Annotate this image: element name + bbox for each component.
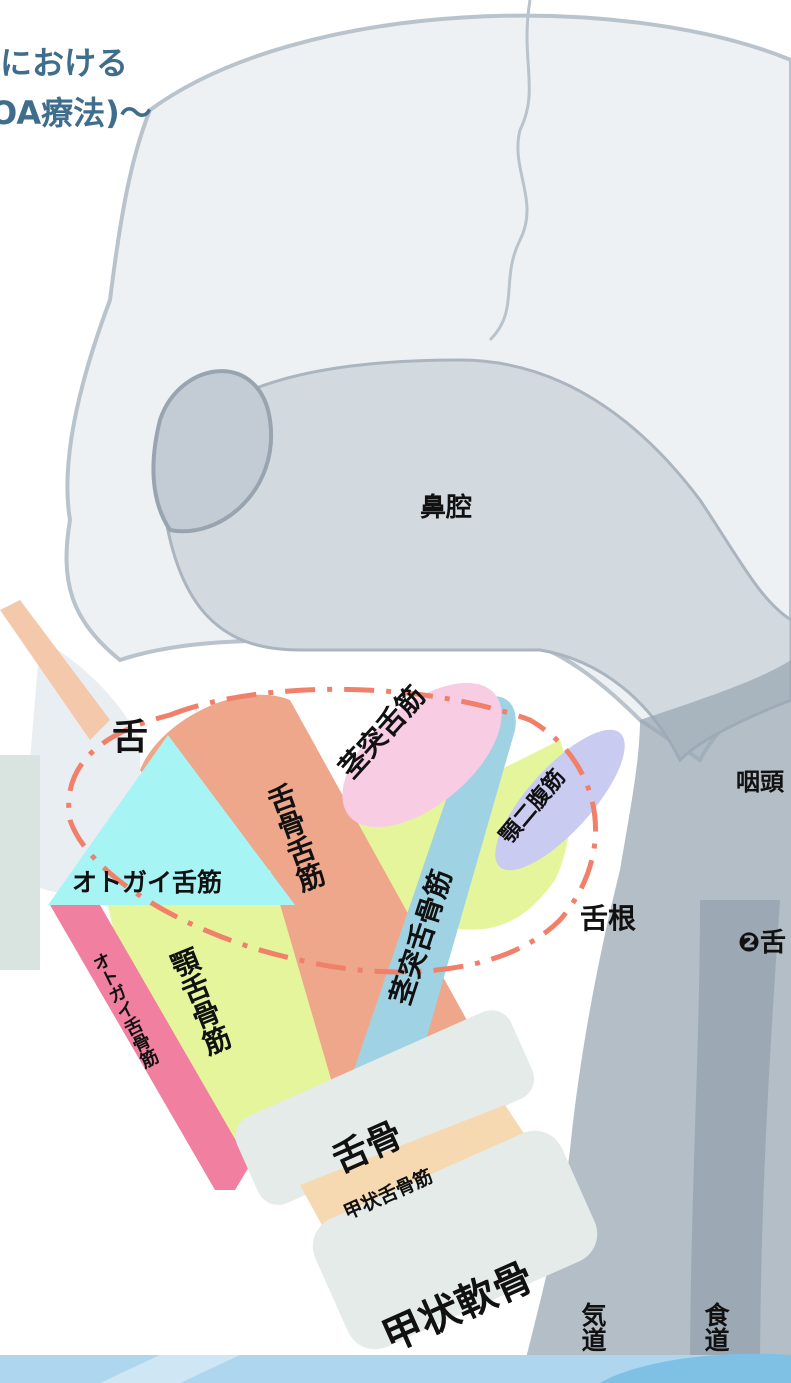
skull-base (158, 358, 791, 763)
label-tongue-root: 舌根 (580, 902, 637, 935)
label-esophagus: 食道 (701, 1302, 730, 1352)
label-trachea: 気道 (578, 1302, 607, 1352)
bottom-strip-wave (600, 1353, 791, 1383)
genioglossus-shape (48, 735, 295, 905)
tongue-outline (66, 686, 599, 975)
title-line2: OA療法)〜 (0, 94, 152, 132)
geniohyoid-shape (50, 905, 250, 1190)
hyoid-shape (235, 1010, 535, 1205)
label-nasal-cavity: 鼻腔 (420, 493, 473, 523)
digastric-shape (495, 729, 625, 871)
mylohyoid-left (100, 870, 340, 1160)
pointer-stick (0, 600, 110, 740)
eye-socket (151, 369, 274, 534)
label-genioglossus: オトガイ舌筋 (72, 868, 223, 897)
thyroid-cartilage-shape (312, 1130, 598, 1350)
label-marker2: ❷舌 (738, 928, 787, 958)
styloglossus-shape (342, 682, 502, 828)
bottom-strip-accent (100, 1355, 240, 1383)
label-tongue: 舌 (112, 717, 149, 758)
side-panel (0, 755, 40, 970)
esophagus-tract (690, 900, 780, 1383)
stylohyoid-shape (330, 696, 516, 1140)
title-line1: における (0, 44, 129, 82)
skull-suture (488, 0, 532, 342)
label-pharynx: 咽頭 (736, 768, 784, 796)
